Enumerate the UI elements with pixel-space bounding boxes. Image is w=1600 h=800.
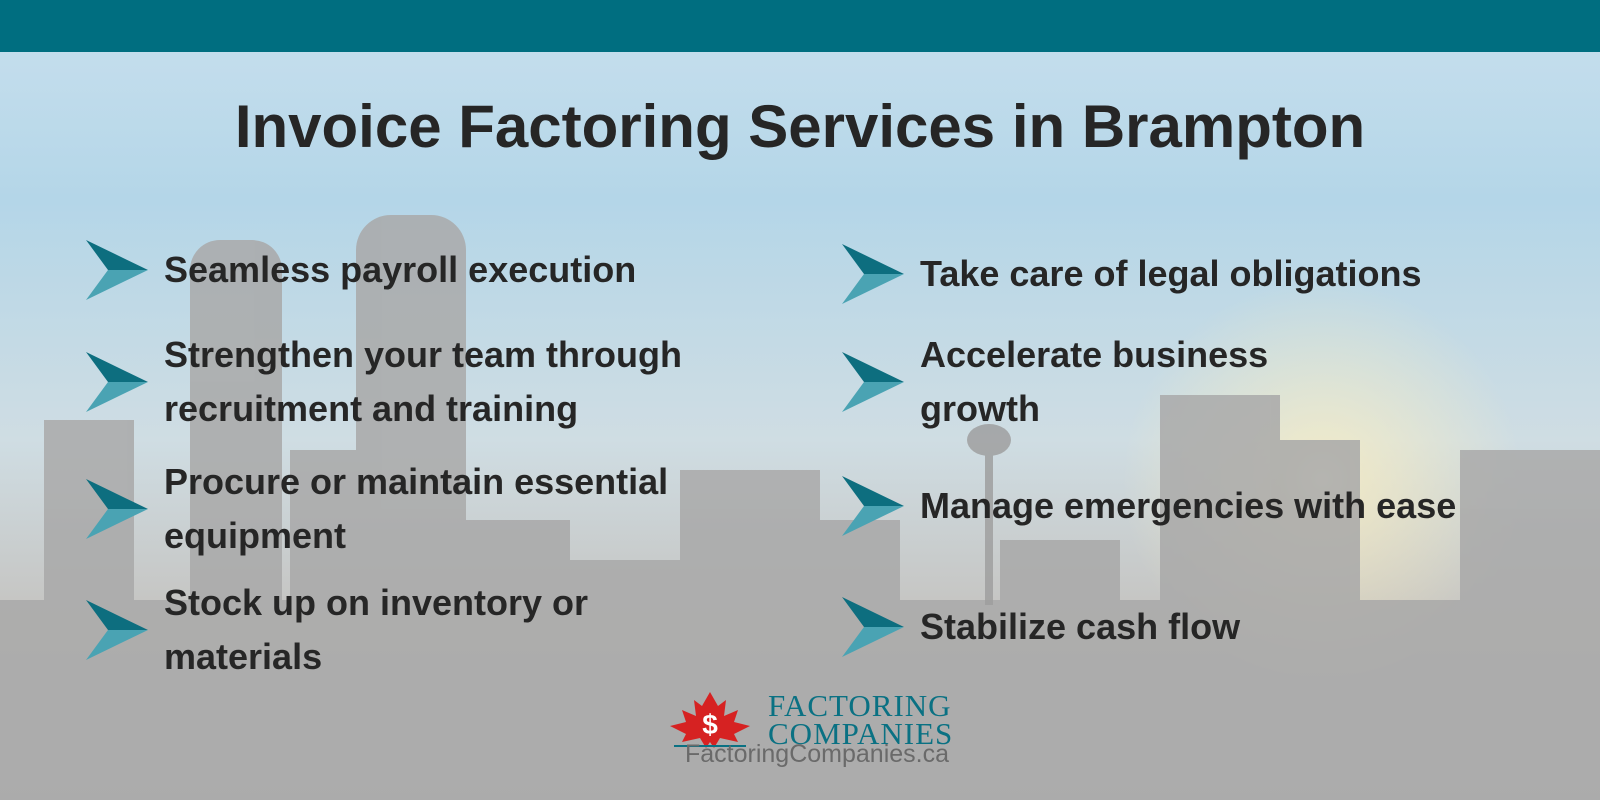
arrow-icon <box>842 352 904 412</box>
benefit-label: Take care of legal obligations <box>920 253 1422 294</box>
benefit-label: Manage emergencies with ease <box>920 485 1457 526</box>
benefit-item: Strengthen your team through recruitment… <box>86 328 806 436</box>
benefit-item: Procure or maintain essential equipment <box>86 455 806 563</box>
arrow-icon <box>86 240 148 300</box>
benefit-item: Seamless payroll execution <box>86 240 636 300</box>
benefit-label: Stock up on inventory or materials <box>164 582 589 677</box>
benefit-label: Seamless payroll execution <box>164 249 637 290</box>
arrow-icon <box>86 352 148 412</box>
logo-line-1: FACTORING <box>768 688 952 723</box>
svg-text:$: $ <box>702 709 718 740</box>
logo-url: FactoringCompanies.ca <box>684 740 949 768</box>
benefit-item: Manage emergencies with ease <box>842 476 1456 536</box>
arrow-icon <box>86 479 148 539</box>
benefit-item: Stabilize cash flow <box>842 597 1240 657</box>
arrow-icon <box>86 600 148 660</box>
arrow-icon <box>842 476 904 536</box>
top-accent-bar <box>0 0 1600 52</box>
company-logo: $ FACTORING COMPANIES FactoringCompanies… <box>670 688 972 794</box>
arrow-icon <box>842 597 904 657</box>
benefit-label: Stabilize cash flow <box>920 606 1241 647</box>
maple-leaf-dollar-icon: $ <box>670 692 750 748</box>
benefit-label: Strengthen your team through recruitment… <box>164 334 683 429</box>
benefit-item: Accelerate business growth <box>842 328 1340 436</box>
benefit-item: Stock up on inventory or materials <box>86 576 806 684</box>
logo-wordmark: FACTORING COMPANIES <box>768 688 954 751</box>
arrow-icon <box>842 244 904 304</box>
benefit-label: Procure or maintain essential equipment <box>164 461 669 556</box>
page-title: Invoice Factoring Services in Brampton <box>234 93 1366 160</box>
logo-line-2: COMPANIES <box>768 716 954 751</box>
benefit-label: Accelerate business growth <box>920 334 1269 429</box>
benefit-item: Take care of legal obligations <box>842 244 1421 304</box>
